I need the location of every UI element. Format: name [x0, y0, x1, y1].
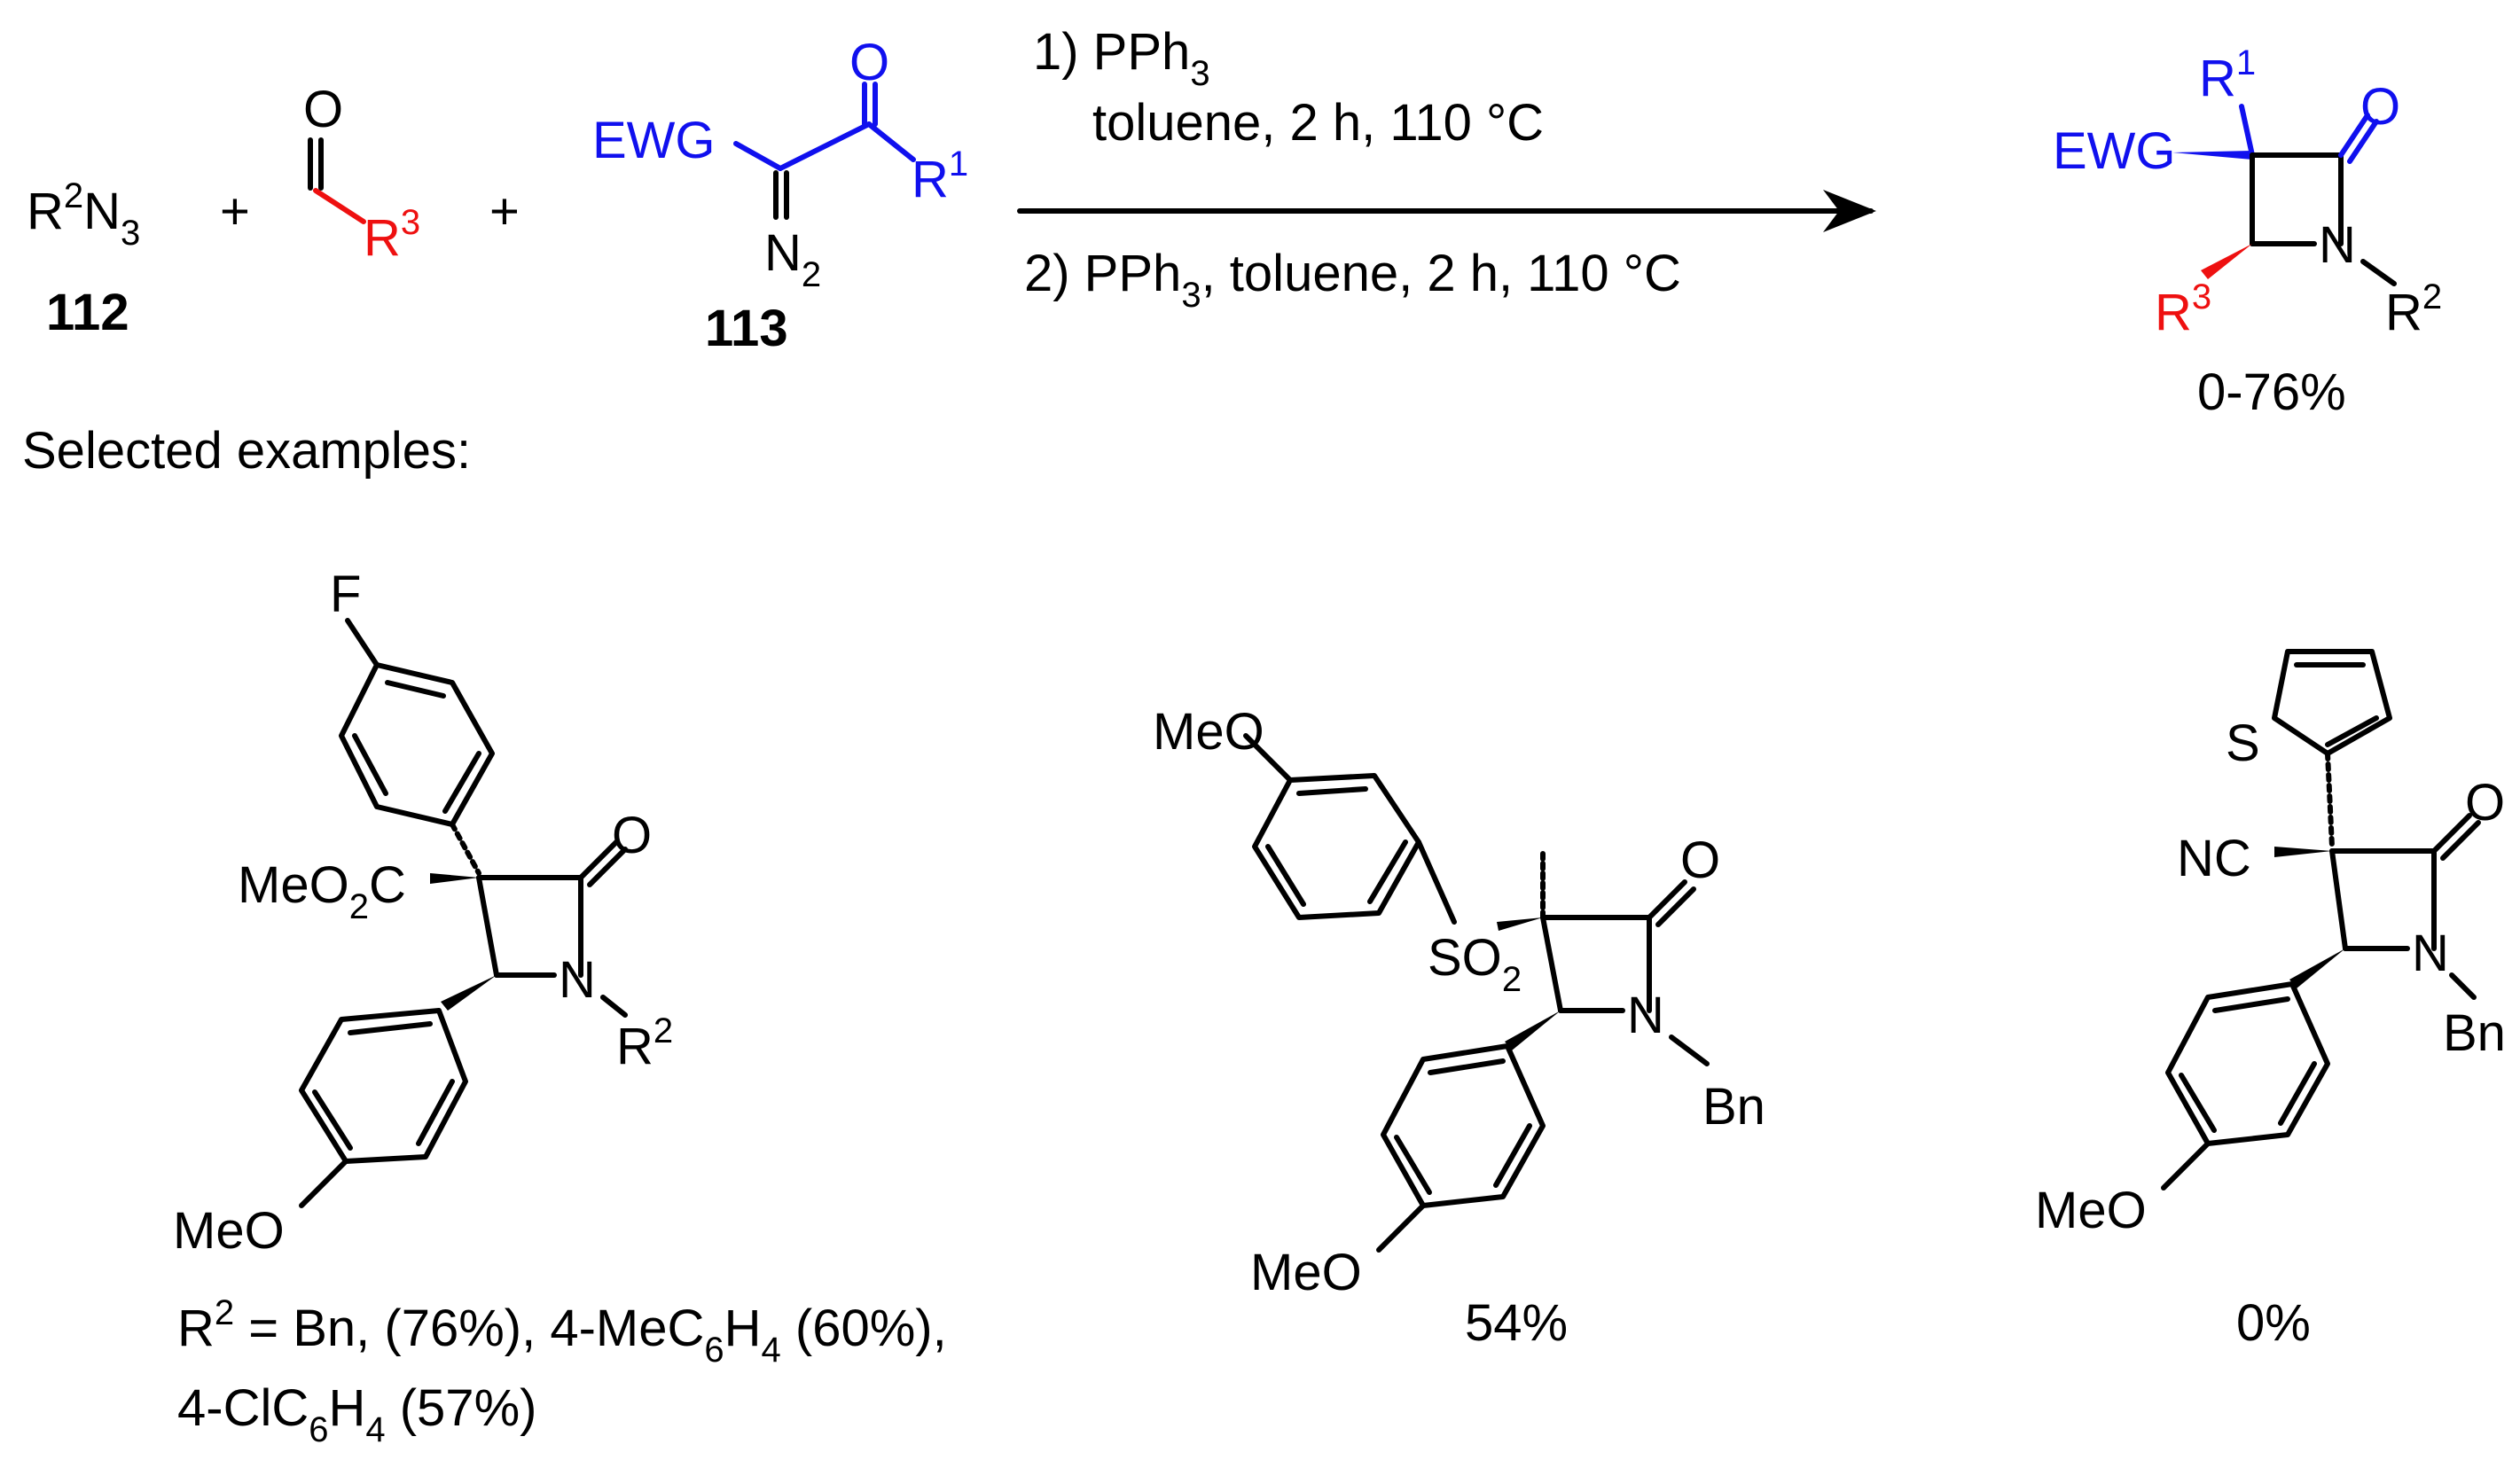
svg-text:EWG: EWG: [2053, 122, 2176, 180]
example-2-yield: 54%: [1465, 1294, 1568, 1352]
svg-text:O: O: [1680, 831, 1720, 889]
svg-text:S: S: [2226, 714, 2260, 772]
example-3-yield: 0%: [2236, 1294, 2311, 1352]
example-3: S NC O N Bn MeO 0%: [2035, 649, 2506, 1352]
svg-text:O: O: [303, 81, 343, 138]
reactant-azide: R2N3 112: [27, 176, 140, 341]
svg-text:2) PPh3, toluene, 2 h, 110 °C: 2) PPh3, toluene, 2 h, 110 °C: [1024, 245, 1681, 315]
svg-text:O: O: [2465, 774, 2505, 831]
example-1: F O N R2 MeO2C MeO R2 = Bn, (76%), 4-MeC…: [173, 566, 947, 1449]
svg-text:4-ClC6H4 (57%): 4-ClC6H4 (57%): [177, 1379, 536, 1449]
svg-text:R1: R1: [2199, 43, 2256, 107]
svg-text:O: O: [849, 34, 889, 91]
svg-text:Bn: Bn: [1702, 1078, 1765, 1136]
svg-text:O: O: [612, 807, 652, 864]
svg-text:N: N: [2412, 925, 2449, 982]
svg-text:R2 = Bn, (76%), 4-MeC6H4 (60%): R2 = Bn, (76%), 4-MeC6H4 (60%),: [177, 1293, 947, 1370]
plus-sign-2: +: [489, 183, 520, 240]
svg-text:F: F: [330, 566, 361, 623]
svg-text:MeO: MeO: [173, 1202, 285, 1260]
svg-text:N2: N2: [764, 224, 821, 294]
reactant-diazo-113: EWG O R1 N2 113: [592, 34, 968, 357]
svg-text:SO2: SO2: [1428, 929, 1522, 999]
svg-text:R2: R2: [2385, 277, 2442, 341]
svg-text:R1: R1: [912, 144, 968, 208]
svg-text:MeO: MeO: [1153, 703, 1264, 761]
section-title: Selected examples:: [22, 422, 471, 480]
svg-text:R3: R3: [2155, 277, 2211, 341]
svg-text:EWG: EWG: [592, 112, 716, 169]
svg-text:O: O: [2360, 78, 2400, 136]
svg-text:toluene, 2 h, 110 °C: toluene, 2 h, 110 °C: [1092, 94, 1544, 152]
compound-label-112: 112: [46, 284, 129, 341]
svg-text:MeO: MeO: [2035, 1182, 2147, 1239]
svg-text:N: N: [2319, 216, 2356, 274]
svg-text:MeO2C: MeO2C: [238, 856, 406, 926]
svg-text:N: N: [1627, 987, 1664, 1044]
svg-text:R2: R2: [616, 1011, 673, 1075]
svg-text:R3: R3: [364, 203, 420, 267]
example-2: MeO SO2 O N Bn MeO 54%: [1153, 703, 1765, 1352]
svg-text:N: N: [559, 951, 596, 1009]
svg-text:NC: NC: [2177, 830, 2251, 887]
reactant-aldehyde: O R3: [303, 81, 420, 267]
svg-text:MeO: MeO: [1250, 1244, 1362, 1301]
compound-label-113: 113: [705, 300, 788, 357]
svg-text:Bn: Bn: [2443, 1004, 2506, 1062]
svg-text:R2N3: R2N3: [27, 176, 140, 253]
reaction-conditions: 1) PPh3 toluene, 2 h, 110 °C 2) PPh3, to…: [1017, 23, 1876, 315]
product-beta-lactam: R1 EWG O N R2 R3 0-76%: [2053, 43, 2442, 421]
product-yield: 0-76%: [2197, 363, 2346, 421]
plus-sign-1: +: [220, 183, 250, 240]
svg-text:1) PPh3: 1) PPh3: [1033, 23, 1210, 93]
